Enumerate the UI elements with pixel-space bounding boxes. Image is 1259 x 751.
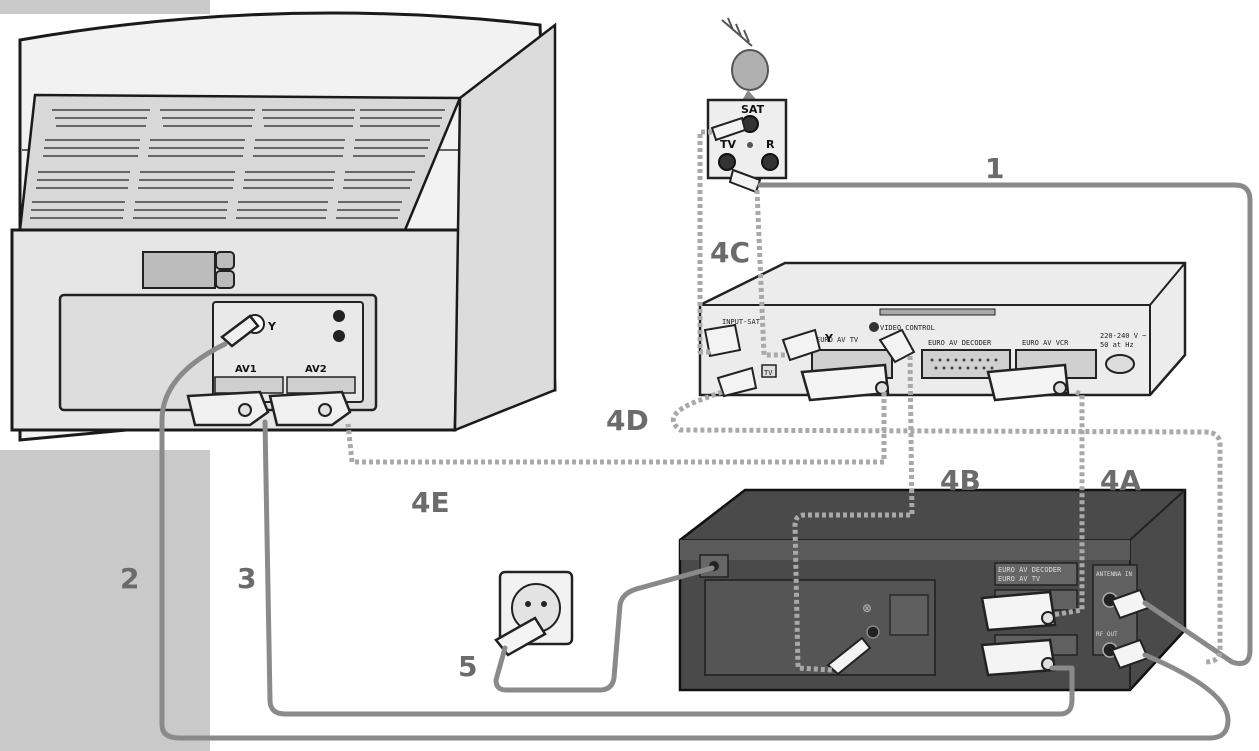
vent-slots xyxy=(30,109,445,219)
solid-cables xyxy=(159,182,1253,741)
cable-3 xyxy=(262,419,1075,717)
label-4e: 4E xyxy=(411,486,450,519)
cable-1 xyxy=(757,182,1253,666)
euro-av-decoder-label: EURO AV DECODER xyxy=(928,339,992,347)
label-4c: 4C xyxy=(710,236,750,269)
tv-av2-label: AV2 xyxy=(305,364,327,375)
label-4b: 4B xyxy=(940,464,981,497)
power-outlet xyxy=(494,570,574,657)
cable-4c-a xyxy=(697,129,712,355)
television: Y AV1 AV2 xyxy=(10,11,557,442)
cable-5 xyxy=(493,565,715,693)
satellite-dish-icon xyxy=(721,17,769,104)
wall-antenna-outlet: SAT TV R xyxy=(706,98,788,194)
antenna-symbol-icon: Y xyxy=(267,320,277,333)
receiver-vcr-scart-plug xyxy=(986,363,1070,402)
tv-av2-socket xyxy=(286,376,356,394)
decoder-scart-socket xyxy=(921,349,1011,379)
connection-labels: 1 2 3 4A 4B 4C 4D 4E 5 xyxy=(120,152,1141,683)
tv-av1-label: AV1 xyxy=(235,364,257,375)
vcr: ⊗ EURO AV DECODER EURO AV TV ANTENNA IN … xyxy=(678,488,1187,692)
receiver-antenna-symbol-icon: Y xyxy=(824,332,834,345)
euro-av-vcr-label: EURO AV VCR xyxy=(1022,339,1069,347)
power-spec-line2: 50 at Hz xyxy=(1100,341,1134,349)
dotted-cables xyxy=(345,129,1223,673)
label-3: 3 xyxy=(237,562,256,595)
vcr-decoder-scart-plug xyxy=(980,590,1057,632)
receiver-tv-scart-plug xyxy=(800,363,890,402)
video-control-plug xyxy=(878,328,916,364)
cable-4b xyxy=(792,355,915,673)
background-panel-top xyxy=(0,0,210,14)
power-spec-line1: 220-240 V ~ xyxy=(1100,332,1146,340)
label-4d: 4D xyxy=(606,404,649,437)
tv-port-label: TV xyxy=(720,138,737,151)
vcr-control-icon: ⊗ xyxy=(862,601,872,615)
label-1: 1 xyxy=(985,152,1004,185)
satellite-receiver: INPUT-SAT VIDEO CONTROL EURO AV TV EURO … xyxy=(698,261,1187,402)
sat-port-label: SAT xyxy=(741,103,765,116)
r-port-label: R xyxy=(766,138,775,151)
tv-scart-plug-av1 xyxy=(186,390,270,427)
vcr-rf-out-label: RF OUT xyxy=(1096,631,1118,638)
label-4a: 4A xyxy=(1100,464,1141,497)
receiver-tv-out-label: TV xyxy=(764,369,773,377)
tv-scart-plug-av2 xyxy=(268,390,352,427)
cable-4a xyxy=(1051,389,1085,618)
video-control-label: VIDEO CONTROL xyxy=(880,324,935,332)
vcr-scart-label2: EURO AV TV xyxy=(998,575,1041,583)
input-sat-plug xyxy=(703,323,742,358)
cable-2 xyxy=(159,341,1231,741)
euro-av-tv-label: EURO AV TV xyxy=(816,336,859,344)
background-panel-bottom xyxy=(0,450,210,751)
label-2: 2 xyxy=(120,562,139,595)
tv-av1-socket xyxy=(214,376,284,394)
cable-4e xyxy=(345,392,887,465)
input-sat-label: INPUT-SAT xyxy=(722,318,761,326)
cable-4d xyxy=(670,389,1223,665)
power-socket-icon xyxy=(1105,354,1135,374)
vcr-antenna-in-label: ANTENNA IN xyxy=(1096,571,1133,578)
vcr-scart-label1: EURO AV DECODER xyxy=(998,566,1062,574)
label-5: 5 xyxy=(458,650,477,683)
